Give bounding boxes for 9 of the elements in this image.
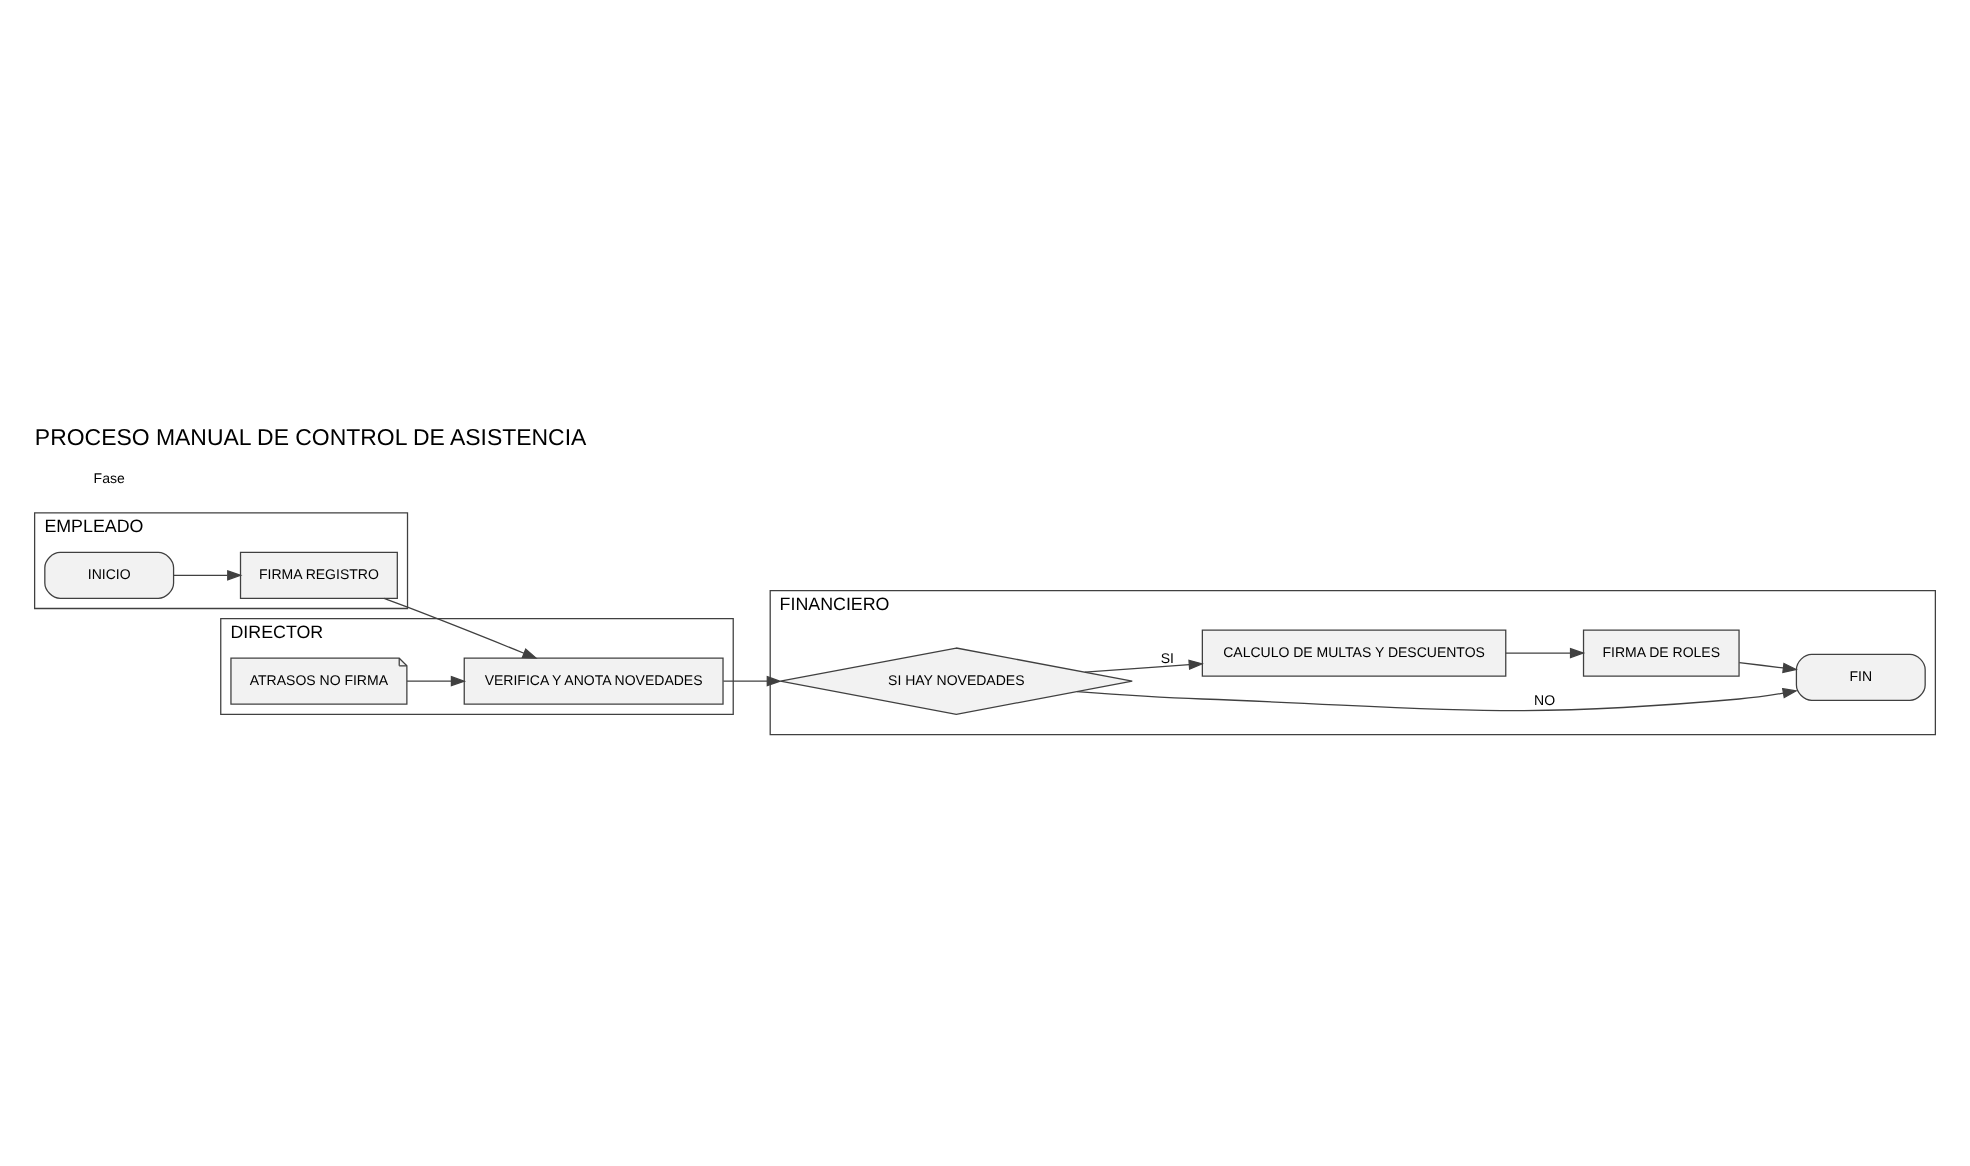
arrow [383, 597, 538, 659]
arrow [722, 675, 782, 687]
arrow [1084, 659, 1204, 673]
arrow [173, 570, 243, 581]
arrow [1505, 647, 1586, 659]
arrow [406, 675, 467, 687]
arrow [1738, 661, 1798, 674]
diagram-title: PROCESO MANUAL DE CONTROL DE ASISTENCIA [34, 426, 587, 451]
arrow [1076, 687, 1798, 712]
